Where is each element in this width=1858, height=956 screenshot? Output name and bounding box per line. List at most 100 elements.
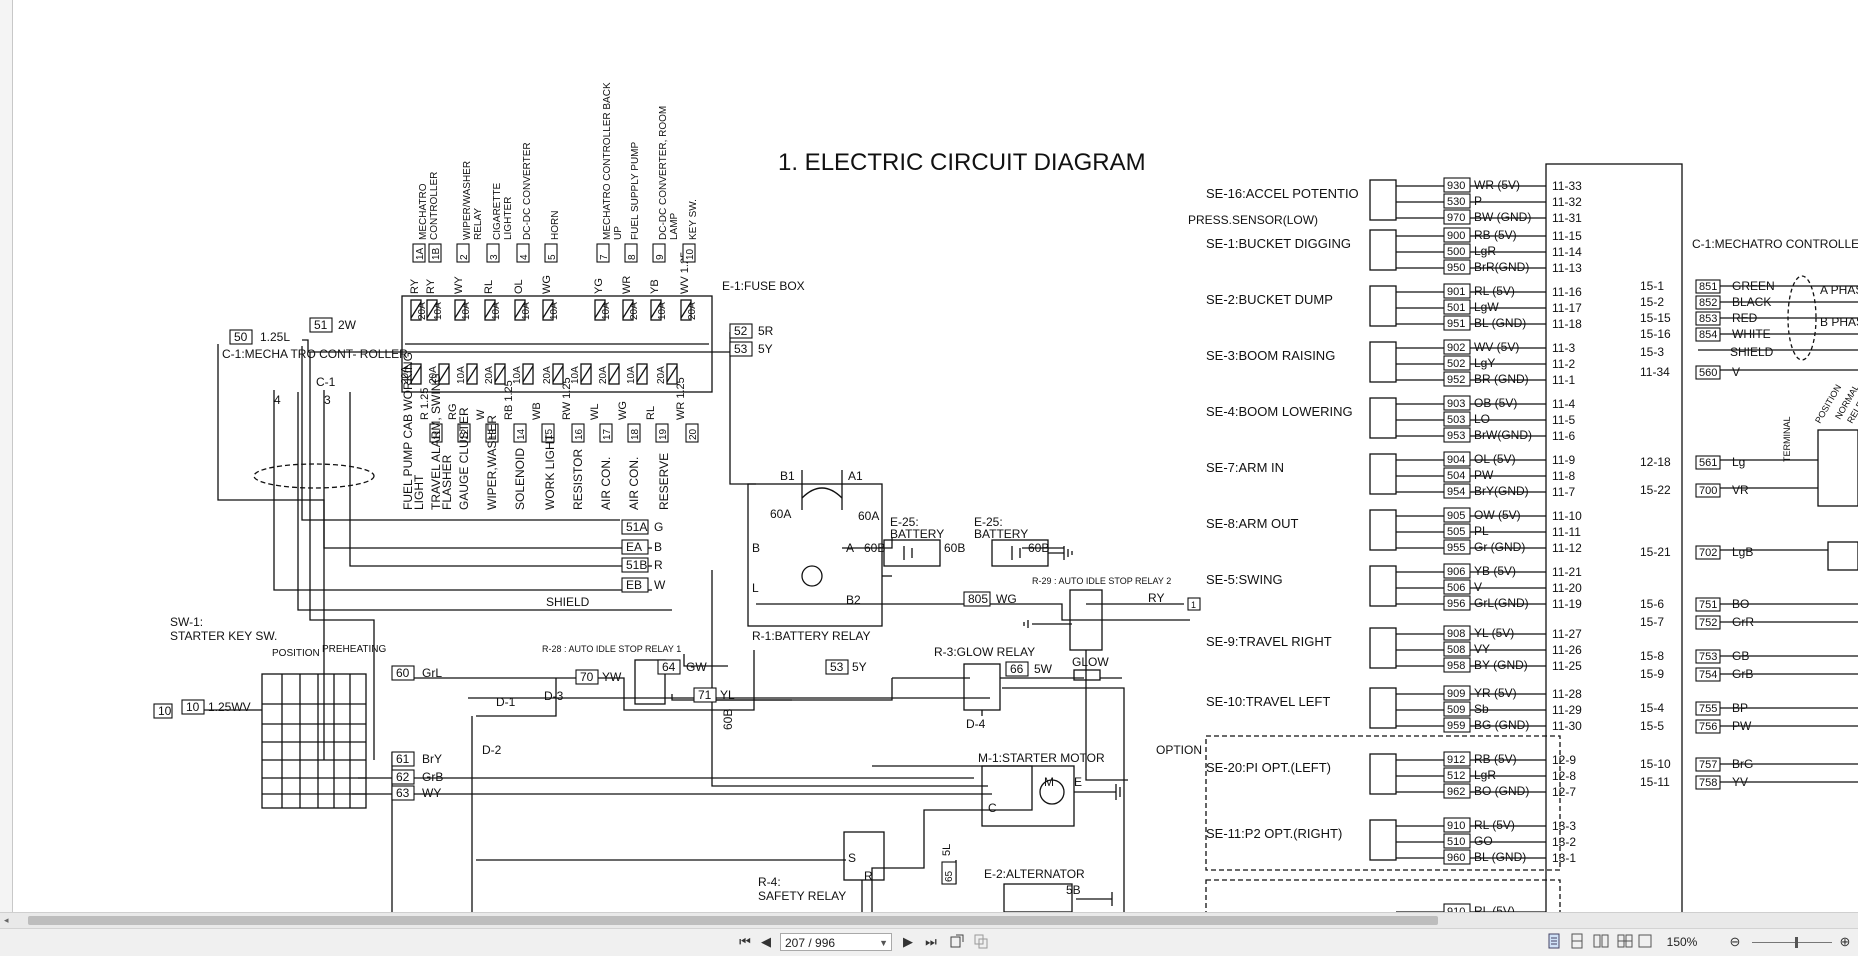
wire-color: BrR(GND): [1474, 260, 1529, 274]
wire-color: LgR: [1474, 244, 1496, 258]
fuse-wire-color: WY: [453, 276, 465, 294]
fuse-amp: 20A: [400, 366, 411, 384]
svg-text:65: 65: [944, 870, 955, 882]
svg-text:L: L: [752, 581, 759, 595]
single-page-icon: [1548, 933, 1560, 949]
horizontal-scrollbar[interactable]: ◂: [0, 912, 1858, 928]
fit-page-button[interactable]: [1636, 933, 1654, 951]
auto-idle-relay-1-label: R-28 : AUTO IDLE STOP RELAY 1: [542, 644, 681, 654]
wire-color: GrB: [1732, 667, 1753, 681]
wire-number: 501: [1447, 302, 1465, 314]
wire-number: 906: [1447, 566, 1465, 578]
connector-pin: 11-4: [1552, 397, 1575, 411]
fuse-label: WORK LIGHT: [543, 433, 557, 510]
svg-text:B: B: [752, 541, 760, 555]
connector-pin: 12-7: [1552, 785, 1576, 799]
scroll-left-icon[interactable]: ◂: [4, 915, 9, 925]
single-page-view-button[interactable]: [1545, 933, 1563, 951]
fuse-label: FUEL PUMP CAB WORKING: [401, 352, 415, 510]
two-page-continuous-button[interactable]: [1616, 933, 1634, 951]
page-number-input[interactable]: 207 / 996▼: [780, 933, 892, 951]
fuse-label: FLASHER: [440, 454, 454, 510]
wire-number: 530: [1447, 196, 1465, 208]
zoom-slider-thumb[interactable]: [1795, 937, 1798, 948]
fuse-wire-color: RL: [645, 406, 657, 420]
connector-pin: 15-7: [1640, 615, 1664, 629]
fuse-amp: 20A: [417, 302, 428, 320]
fuse-amp: 20A: [484, 366, 495, 384]
next-page-button[interactable]: ▶: [903, 934, 913, 949]
svg-text:EA: EA: [626, 540, 642, 554]
horizontal-scroll-thumb[interactable]: [28, 916, 1438, 925]
connector-pin: 15-16: [1640, 327, 1671, 341]
fuse-number: 2: [459, 254, 470, 260]
zoom-slider[interactable]: [1752, 942, 1832, 943]
sensor-name: SE-2:BUCKET DUMP: [1206, 292, 1333, 307]
wire-number: 700: [1699, 485, 1717, 497]
fuse-number: 8: [627, 254, 638, 260]
wire-color: Lg: [1732, 455, 1745, 469]
chevron-down-icon[interactable]: ▼: [879, 938, 888, 948]
wire-number: 756: [1699, 721, 1717, 733]
wire-color: BrW(GND): [1474, 428, 1532, 442]
svg-text:B: B: [654, 540, 662, 554]
zoom-in-button[interactable]: ⊕: [1839, 934, 1851, 949]
fuse-label: KEY SW.: [688, 199, 699, 240]
svg-text:YL: YL: [720, 688, 735, 702]
two-page-view-button[interactable]: [1592, 933, 1610, 951]
fuse-number: 19: [658, 428, 669, 440]
svg-text:A1: A1: [848, 469, 863, 483]
svg-text:GLOW: GLOW: [1072, 655, 1109, 669]
svg-text:GW: GW: [686, 660, 707, 674]
prev-page-button[interactable]: ◀: [761, 934, 771, 949]
svg-text:51: 51: [314, 318, 328, 332]
svg-text:PRESS.SENSOR(LOW): PRESS.SENSOR(LOW): [1188, 213, 1318, 227]
svg-text:A: A: [846, 541, 854, 555]
fuse-number: 13: [488, 428, 499, 440]
rotate-view-button[interactable]: [948, 933, 966, 951]
wire-color: RL (5V): [1474, 818, 1515, 832]
fuse-amp: 20A: [542, 366, 553, 384]
wire-color: RB (5V): [1474, 228, 1517, 242]
svg-text:GrB: GrB: [422, 770, 443, 784]
wire-number: 508: [1447, 644, 1465, 656]
first-page-button[interactable]: ⏮: [739, 934, 751, 949]
svg-text:RY: RY: [1148, 591, 1164, 605]
connector-pin: 11-28: [1552, 687, 1582, 701]
svg-text:D-4: D-4: [966, 717, 986, 731]
fuse-label: LIGHT: [412, 474, 426, 510]
continuous-view-button[interactable]: [1568, 933, 1586, 951]
wire-number: 910: [1447, 820, 1465, 832]
svg-text:60B: 60B: [721, 709, 735, 730]
copy-view-button[interactable]: [972, 933, 990, 951]
wire-number: 757: [1699, 759, 1717, 771]
svg-text:5R: 5R: [758, 324, 774, 338]
fuse-amp: 10A: [491, 302, 502, 320]
connector-pin: 15-6: [1640, 597, 1664, 611]
svg-text:51B: 51B: [626, 558, 647, 572]
zoom-level[interactable]: 150%: [1666, 935, 1698, 949]
zoom-out-button[interactable]: ⊖: [1729, 934, 1741, 949]
wire-color: GrR: [1732, 615, 1754, 629]
last-page-button[interactable]: ⏭: [925, 934, 937, 949]
two-page-continuous-icon: [1617, 934, 1633, 948]
safety-relay-label: SAFETY RELAY: [758, 889, 846, 903]
wire-number: 851: [1699, 281, 1717, 293]
connector-pin: 15-5: [1640, 719, 1664, 733]
fuse-amp: 10A: [456, 366, 467, 384]
svg-text:B1: B1: [780, 469, 795, 483]
wire-color: PL: [1474, 524, 1489, 538]
svg-text:5B: 5B: [1066, 883, 1081, 897]
